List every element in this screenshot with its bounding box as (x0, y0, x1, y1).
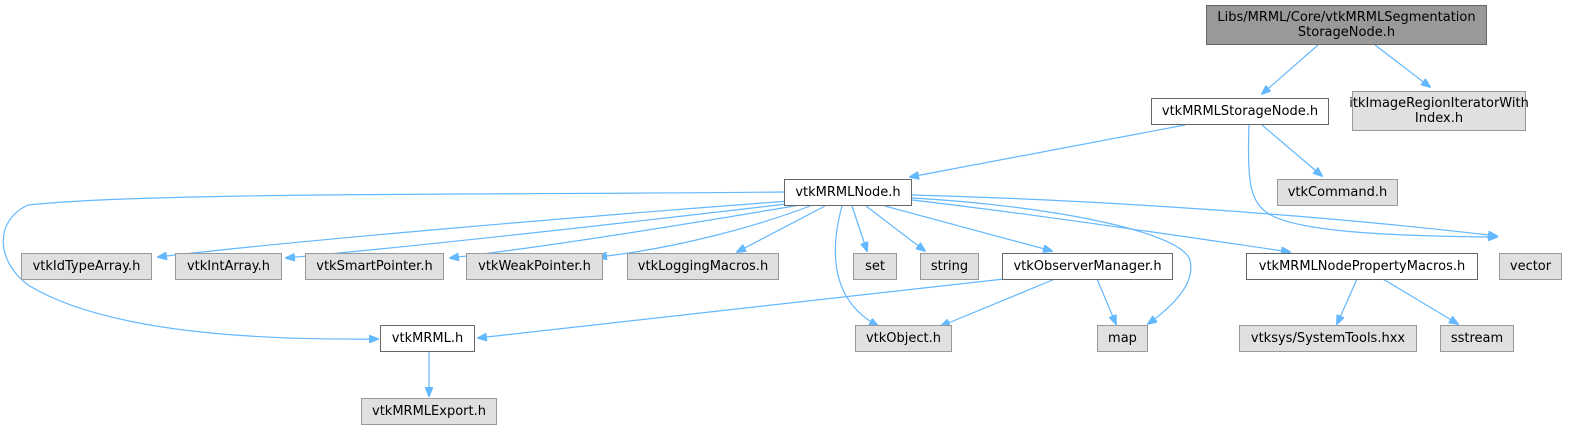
edge-mrml-node-to-vector (911, 194, 1497, 236)
edge-observer-manager-to-object (941, 278, 1056, 326)
edge-storage-node-to-command (1261, 124, 1322, 176)
edge-storage-node-to-vector (1247, 124, 1497, 237)
edge-observer-manager-to-map (1096, 278, 1116, 324)
edge-mrml-node-to-object (834, 205, 878, 326)
edge-mrml-node-to-map (911, 197, 1192, 324)
edge-node-property-macros-to-sstream (1382, 278, 1458, 324)
node-smart-pointer-header: vtkSmartPointer.h (305, 253, 444, 280)
edge-root-to-storage-node (1262, 44, 1319, 94)
node-logging-macros-header: vtkLoggingMacros.h (627, 253, 779, 280)
edge-mrml-node-to-smart-pointer (450, 204, 801, 258)
edge-node-property-macros-to-system-tools (1337, 278, 1358, 324)
node-storage-node-header[interactable]: vtkMRMLStorageNode.h (1151, 98, 1329, 125)
edge-mrml-node-to-logging-macros (737, 205, 826, 252)
node-mrml-export-header: vtkMRMLExport.h (361, 398, 497, 425)
node-mrml-node-header[interactable]: vtkMRMLNode.h (784, 179, 912, 206)
edges (2, 44, 1497, 396)
edge-mrml-node-to-string (865, 205, 925, 251)
node-string-header: string (920, 253, 979, 280)
node-map-header: map (1097, 325, 1148, 352)
edge-root-to-itk-iterator (1374, 44, 1430, 87)
node-set-header: set (853, 253, 897, 280)
edge-mrml-node-to-int-array (286, 202, 796, 258)
edge-storage-node-to-mrml-node (910, 124, 1186, 177)
node-int-array-header: vtkIntArray.h (175, 253, 282, 280)
node-system-tools-header: vtksys/SystemTools.hxx (1239, 325, 1417, 352)
node-node-property-macros-header[interactable]: vtkMRMLNodePropertyMacros.h (1246, 253, 1478, 280)
edge-mrml-node-to-observer-manager (884, 205, 1052, 251)
node-mrml-header[interactable]: vtkMRML.h (380, 325, 475, 352)
node-itk-iterator-header: itkImageRegionIteratorWith Index.h (1349, 91, 1529, 131)
node-object-header: vtkObject.h (855, 325, 952, 352)
edge-observer-manager-to-mrml (478, 278, 1005, 338)
node-sstream-header: sstream (1440, 325, 1514, 352)
node-vector-header: vector (1499, 253, 1562, 280)
node-observer-manager-header[interactable]: vtkObserverManager.h (1002, 253, 1173, 280)
edge-mrml-node-to-mrml (2, 191, 785, 339)
edge-mrml-node-to-id-type-array (158, 200, 791, 257)
edge-mrml-node-to-node-property-macros (911, 199, 1290, 252)
edge-mrml-node-to-set (851, 205, 867, 251)
node-id-type-array-header: vtkIdTypeArray.h (21, 253, 152, 280)
node-command-header: vtkCommand.h (1277, 179, 1398, 206)
node-root-header: Libs/MRML/Core/vtkMRMLSegmentation Stora… (1206, 5, 1487, 45)
node-weak-pointer-header: vtkWeakPointer.h (466, 253, 603, 280)
